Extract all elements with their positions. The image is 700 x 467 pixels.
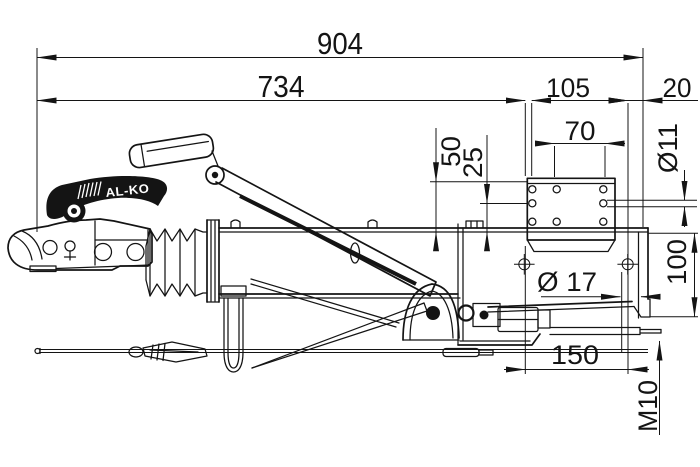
extension-lines — [36, 48, 698, 374]
plate-hole — [528, 199, 537, 208]
plate-hole — [599, 185, 608, 194]
plate-hole — [528, 217, 537, 226]
cam-pivot — [426, 306, 440, 320]
dimension-70: 70 — [535, 116, 625, 147]
dim-label-m10: M10 — [633, 380, 663, 432]
dim-label-70: 70 — [565, 116, 596, 146]
bolt-hole — [93, 242, 113, 262]
key-symbol — [63, 240, 77, 261]
crosshair-hole — [514, 254, 535, 275]
brake-rod — [549, 326, 662, 336]
breakaway-cable — [34, 341, 648, 363]
bellows — [145, 228, 208, 297]
cam-quadrant — [402, 283, 460, 341]
dimension-d17: Ø 17 — [537, 267, 661, 300]
bolt-nub — [230, 219, 241, 229]
bolt-nub — [367, 219, 378, 229]
cable-hook — [128, 341, 208, 363]
handbrake-lever — [128, 133, 437, 297]
front-flange — [206, 219, 220, 303]
plate-hole — [528, 185, 537, 194]
brand-logo: AL-KO — [105, 181, 150, 200]
dimension-734: 734 — [36, 69, 526, 104]
drawbar-tube — [218, 219, 651, 346]
bolt-hole — [126, 242, 145, 262]
cable-guide-loop — [220, 285, 247, 373]
dim-label-d11: Ø11 — [653, 123, 683, 173]
clevis-eye — [457, 304, 475, 322]
dim-label-105: 105 — [546, 73, 590, 103]
dimension-904: 904 — [36, 26, 644, 61]
dim-label-50: 50 — [436, 136, 466, 167]
mounting-plate — [526, 177, 616, 253]
lever-slot — [239, 194, 417, 286]
loop-bracket — [220, 285, 247, 297]
cable-eye — [34, 347, 41, 355]
dim-label-25: 25 — [458, 147, 488, 178]
gas-strut — [250, 278, 428, 369]
dim-label-150: 150 — [551, 340, 599, 370]
dimension-50: 50 — [433, 128, 466, 252]
dimension-d11: Ø11 — [653, 123, 688, 227]
dim-label-20: 20 — [663, 73, 692, 103]
dim-label-100: 100 — [662, 239, 692, 285]
dim-label-904: 904 — [317, 26, 363, 61]
plate-hole — [599, 217, 608, 226]
dimension-20: 20 — [608, 73, 698, 104]
dim-label-d17: Ø 17 — [537, 267, 597, 297]
head-hole — [42, 239, 58, 256]
handle-ribs — [77, 181, 102, 200]
plate-hole — [599, 199, 608, 208]
dimension-m10: M10 — [633, 340, 663, 435]
dimension-100: 100 — [662, 232, 698, 318]
coupling-handle: AL-KO — [46, 176, 168, 223]
coupling-head — [7, 218, 153, 273]
dim-label-734: 734 — [258, 69, 305, 104]
dimension-150: 150 — [504, 340, 649, 373]
dimension-25: 25 — [458, 135, 490, 252]
plate-hole — [552, 185, 561, 194]
handbrake-grip — [128, 133, 215, 169]
plate-hole — [552, 217, 561, 226]
lever-pivot — [205, 165, 225, 185]
dimension-105: 105 — [531, 73, 629, 104]
